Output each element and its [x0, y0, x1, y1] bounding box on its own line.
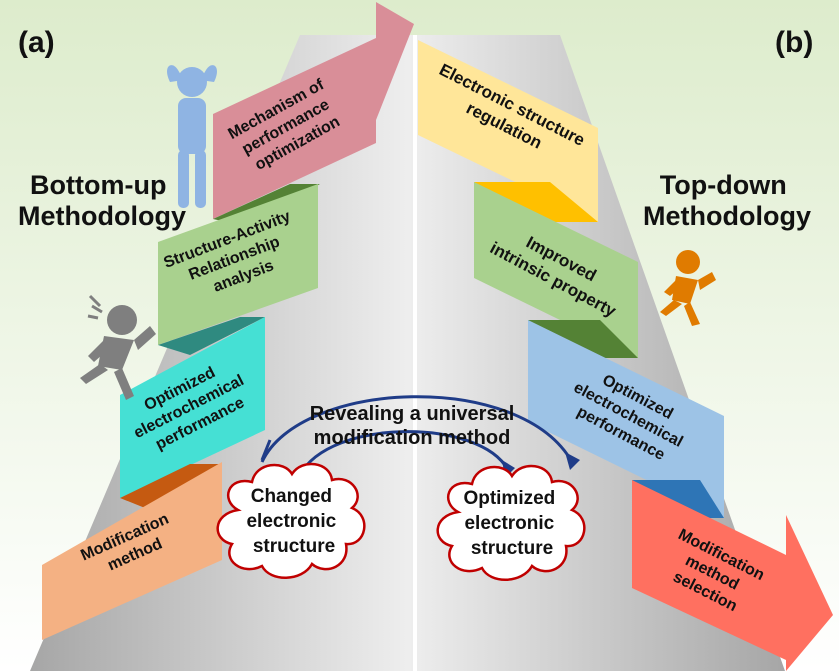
connector-2 — [158, 317, 265, 355]
arc-label-2: modification method — [314, 427, 511, 449]
outer-arc-arrowhead — [565, 452, 580, 470]
outer-arc-tail — [260, 439, 272, 461]
panel-label-b: (b) — [775, 26, 813, 59]
running-person-icon — [80, 294, 156, 400]
left-arrow-head — [376, 2, 414, 120]
bottom-up-label: Bottom-up Methodology — [18, 170, 186, 231]
step-improved — [474, 182, 638, 358]
step-optimized-right — [528, 320, 724, 518]
step-optimized-left — [120, 317, 265, 498]
step-sar-text: Structure-Activity Relationship analysis — [161, 206, 311, 309]
cloud-left — [216, 462, 366, 579]
outer-arc — [260, 395, 574, 463]
arc-label: Revealing a universal — [310, 403, 515, 425]
step-mechanism — [213, 38, 376, 219]
cloud-right — [436, 464, 586, 581]
cloud-left-text: Changed electronic structure — [246, 486, 341, 557]
step-selection — [632, 480, 786, 660]
cloud-right-text: Optimized electronic structure — [463, 488, 560, 559]
connector-4 — [474, 182, 598, 222]
step-modification — [42, 462, 222, 640]
step-electronic — [418, 40, 598, 222]
frustrated-person-icon — [167, 65, 217, 208]
top-down-label: Top-down Methodology — [643, 170, 811, 231]
inner-arc — [298, 430, 510, 476]
running-person-icon-orange — [660, 250, 716, 326]
connector-3 — [120, 464, 222, 510]
step-sar — [158, 184, 318, 345]
panel-label-a: (a) — [18, 26, 55, 59]
right-arrow-head — [786, 515, 833, 671]
